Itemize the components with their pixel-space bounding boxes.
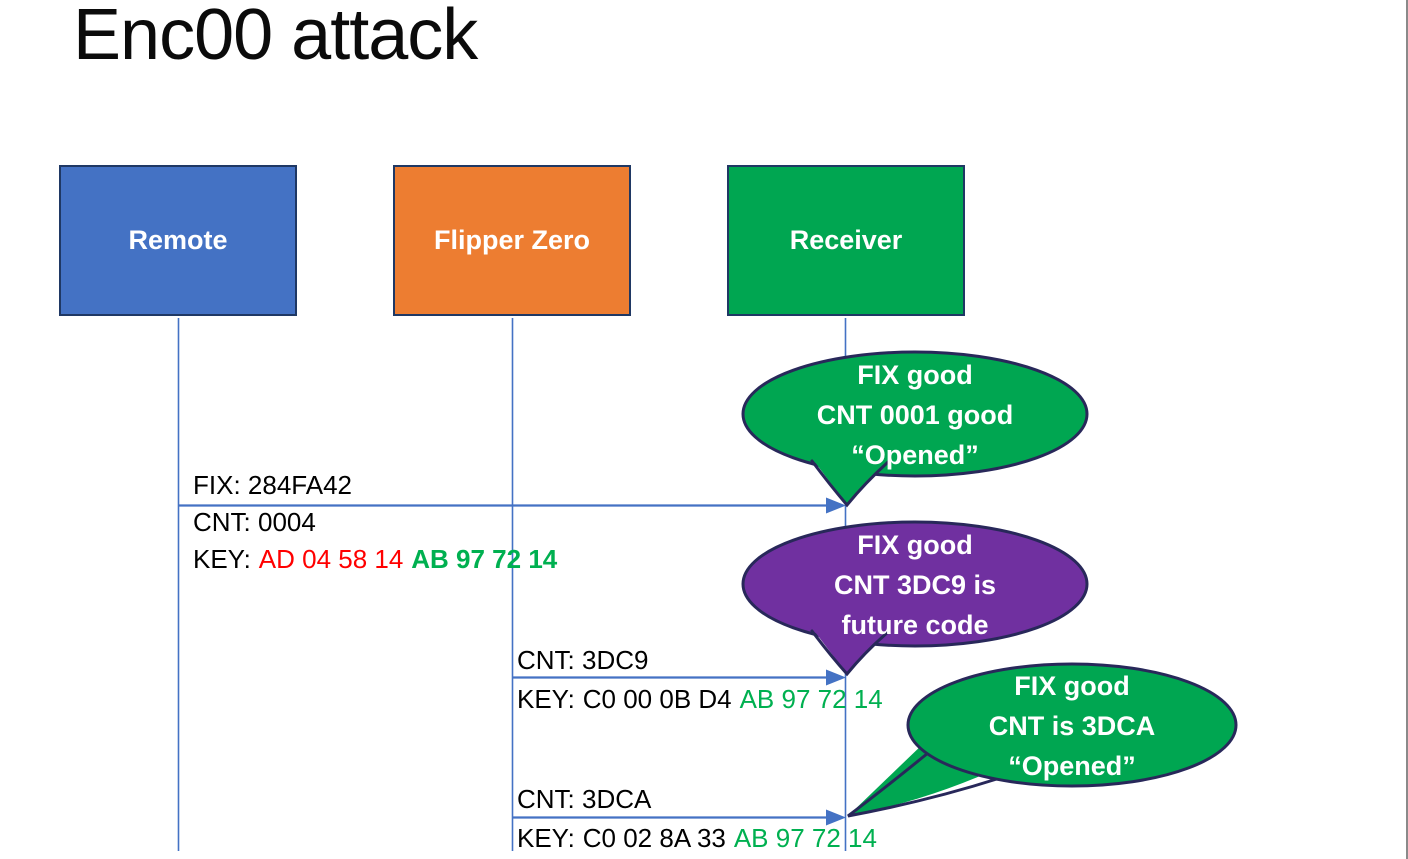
key-bytes-changing: C0 02 8A 33 bbox=[582, 823, 726, 853]
speech-bubble-2 bbox=[741, 520, 1089, 677]
speech-bubble-1 bbox=[741, 350, 1089, 508]
page-title: Enc00 attack bbox=[73, 0, 478, 75]
message-arrow-3 bbox=[512, 809, 846, 826]
key-bytes-fixed: AB 97 72 14 bbox=[411, 544, 558, 574]
message3-cnt-label: CNT: 3DCA bbox=[517, 784, 652, 814]
message1-cnt-label: CNT: 0004 bbox=[193, 507, 316, 537]
key-bytes-changing: AD 04 58 14 bbox=[258, 544, 404, 574]
actor-box-remote: Remote bbox=[59, 165, 297, 316]
arrowhead-icon bbox=[826, 669, 846, 686]
actor-label-remote: Remote bbox=[128, 225, 228, 255]
arrowhead-icon bbox=[826, 497, 846, 514]
bubble1-text: FIX good CNT 0001 good “Opened” bbox=[816, 360, 1014, 470]
speech-bubble-3 bbox=[847, 662, 1238, 818]
key-bytes-fixed: AB 97 72 14 bbox=[733, 823, 877, 853]
actor-label-flipper-zero: Flipper Zero bbox=[433, 225, 590, 255]
message2-cnt-label: CNT: 3DC9 bbox=[517, 645, 649, 675]
actor-box-flipper-zero: Flipper Zero bbox=[393, 165, 631, 316]
bubble3-text: FIX good CNT is 3DCA “Opened” bbox=[988, 671, 1156, 781]
arrowhead-icon bbox=[826, 809, 846, 826]
actor-label-receiver: Receiver bbox=[789, 225, 903, 255]
slide-right-edge bbox=[1406, 0, 1408, 859]
message-arrow-1 bbox=[178, 497, 846, 514]
key-bytes-changing: C0 00 0B D4 bbox=[582, 684, 732, 714]
key-bytes-fixed: AB 97 72 14 bbox=[739, 684, 883, 714]
actor-box-receiver: Receiver bbox=[727, 165, 965, 316]
message1-fix-label: FIX: 284FA42 bbox=[193, 470, 352, 500]
bubble2-text: FIX good CNT 3DC9 is future code bbox=[833, 530, 997, 640]
message-arrow-2 bbox=[512, 669, 846, 686]
